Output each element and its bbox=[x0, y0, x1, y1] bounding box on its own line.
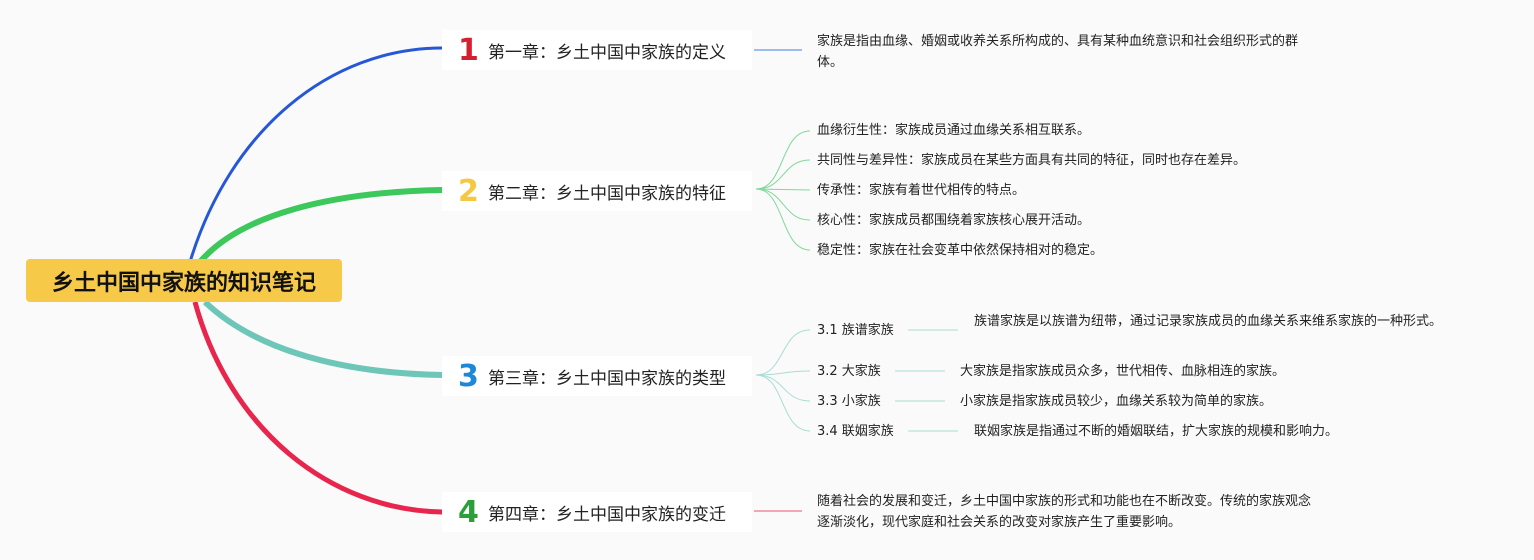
ch2-fan bbox=[755, 130, 811, 251]
chapter-4-title: 第四章：乡土中国中家族的变迁 bbox=[488, 504, 726, 525]
feature-item[interactable]: 血缘衍生性：家族成员通过血缘关系相互联系。 bbox=[817, 123, 1091, 138]
type-desc-genealogy[interactable]: 族谱家族是以族谱为纽带，通过记录家族成员的血缘关系来维系家族的一种形式。 bbox=[974, 314, 1443, 329]
chapter-3-title: 第三章：乡土中国中家族的类型 bbox=[488, 368, 726, 389]
ch3-fan bbox=[755, 329, 958, 432]
branch-line-1 bbox=[188, 46, 443, 263]
branch-line-4 bbox=[192, 301, 443, 515]
type-desc-small[interactable]: 小家族是指家族成员较少，血缘关系较为简单的家族。 bbox=[960, 394, 1273, 409]
chapter-1-definition[interactable]: 家族是指由血缘、婚姻或收养关系所构成的、具有某种血统意识和社会组织形式的群体。 bbox=[817, 34, 1299, 70]
type-desc-large[interactable]: 大家族是指家族成员众多，世代相传、血脉相连的家族。 bbox=[960, 364, 1286, 379]
chapter-2-title: 第二章：乡土中国中家族的特征 bbox=[488, 183, 726, 204]
root-topic[interactable]: 乡土中国中家族的知识笔记 bbox=[26, 259, 342, 302]
chapter-1-node[interactable]: 1 第一章：乡土中国中家族的定义 bbox=[442, 30, 752, 70]
chapter-4-number: 4 bbox=[458, 494, 479, 530]
type-label-large[interactable]: 3.2 大家族 bbox=[817, 364, 881, 379]
chapter-1-number: 1 bbox=[458, 32, 479, 68]
chapter-3-number: 3 bbox=[458, 358, 479, 394]
branch-line-3 bbox=[202, 299, 443, 378]
chapter-3-node[interactable]: 3 第三章：乡土中国中家族的类型 bbox=[442, 356, 752, 396]
type-label-genealogy[interactable]: 3.1 族谱家族 bbox=[817, 323, 894, 338]
chapter-1-title: 第一章：乡土中国中家族的定义 bbox=[488, 42, 726, 63]
chapter-2-node[interactable]: 2 第二章：乡土中国中家族的特征 bbox=[442, 171, 752, 211]
feature-item[interactable]: 传承性：家族有着世代相传的特点。 bbox=[817, 183, 1026, 198]
feature-item[interactable]: 稳定性：家族在社会变革中依然保持相对的稳定。 bbox=[817, 243, 1104, 258]
type-label-small[interactable]: 3.3 小家族 bbox=[817, 394, 881, 409]
chapter-4-node[interactable]: 4 第四章：乡土中国中家族的变迁 bbox=[442, 492, 752, 532]
type-label-marriage[interactable]: 3.4 联姻家族 bbox=[817, 424, 894, 439]
branch-line-2 bbox=[197, 187, 443, 264]
feature-item[interactable]: 核心性：家族成员都围绕着家族核心展开活动。 bbox=[817, 213, 1091, 228]
chapter-4-evolution[interactable]: 随着社会的发展和变迁，乡土中国中家族的形式和功能也在不断改变。传统的家族观念逐渐… bbox=[817, 494, 1312, 530]
chapter-2-number: 2 bbox=[458, 173, 479, 209]
feature-item[interactable]: 共同性与差异性：家族成员在某些方面具有共同的特征，同时也存在差异。 bbox=[817, 153, 1247, 168]
type-desc-marriage[interactable]: 联姻家族是指通过不断的婚姻联结，扩大家族的规模和影响力。 bbox=[974, 424, 1339, 439]
